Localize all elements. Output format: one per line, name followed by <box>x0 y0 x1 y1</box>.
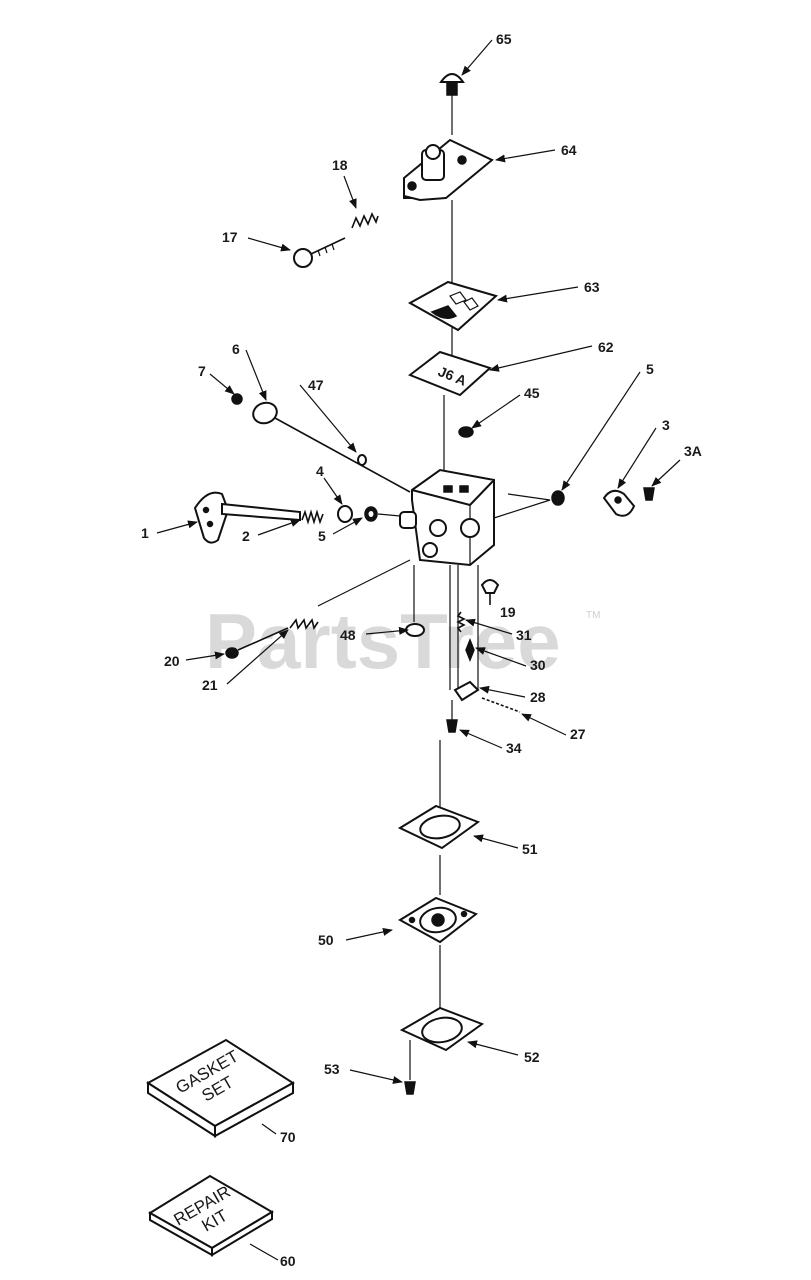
callout-65: 65 <box>496 31 512 47</box>
callout-28: 28 <box>530 689 546 705</box>
part-45-plug <box>458 426 474 438</box>
part-3-plate <box>602 489 636 517</box>
part-31-spring <box>456 611 466 633</box>
part-5-seal-left <box>364 506 378 522</box>
callout-21: 21 <box>202 677 218 693</box>
guide-line <box>317 559 411 607</box>
callout-1: 1 <box>141 525 149 541</box>
callout-31: 31 <box>516 627 532 643</box>
callout-62: 62 <box>598 339 614 355</box>
watermark: PartsTree <box>205 597 561 685</box>
callout-70: 70 <box>280 1129 296 1145</box>
part-52-cover <box>399 1006 485 1052</box>
callout-7: 7 <box>198 363 206 379</box>
part-51-gasket <box>397 804 481 850</box>
part-4-washer <box>337 505 353 523</box>
callout-51: 51 <box>522 841 538 857</box>
callout-17: 17 <box>222 229 238 245</box>
callout-2: 2 <box>242 528 250 544</box>
part-65-screw <box>439 73 465 96</box>
callout-48: 48 <box>340 627 356 643</box>
gasket-set-box: GASKET SET <box>146 1038 295 1138</box>
callout-5-right: 5 <box>646 361 654 377</box>
part-53-screw <box>404 1040 416 1095</box>
callout-47: 47 <box>308 377 324 393</box>
callout-18: 18 <box>332 157 348 173</box>
part-5-seal-right <box>551 490 565 506</box>
part-28-lever <box>453 680 480 702</box>
callout-3: 3 <box>662 417 670 433</box>
part-3a-screw <box>643 487 655 501</box>
part-63-gasket <box>407 280 499 332</box>
part-7-screw <box>231 393 243 405</box>
guide-line <box>493 493 551 519</box>
callout-6: 6 <box>232 341 240 357</box>
callout-leaders <box>156 39 681 1261</box>
callout-30: 30 <box>530 657 546 673</box>
part-21-spring <box>289 618 319 630</box>
part-50-diaphragm <box>398 896 478 944</box>
part-34-screw <box>446 700 458 733</box>
callout-50: 50 <box>318 932 334 948</box>
part-18-spring <box>351 212 379 229</box>
part-64-bracket <box>403 138 494 202</box>
callout-4: 4 <box>316 463 324 479</box>
repair-kit-box: REPAIR KIT <box>148 1174 274 1257</box>
callout-64: 64 <box>561 142 577 158</box>
callout-45: 45 <box>524 385 540 401</box>
carburetor-body <box>399 468 495 567</box>
part-17-screw <box>293 237 346 268</box>
callout-19: 19 <box>500 604 516 620</box>
callout-52: 52 <box>524 1049 540 1065</box>
callout-3a: 3A <box>684 443 702 459</box>
part-2-spring <box>301 509 324 525</box>
part-19-needle <box>480 579 500 605</box>
part-47-ring <box>357 454 367 466</box>
callout-34: 34 <box>506 740 522 756</box>
part-62-plate: J6 A <box>407 350 492 397</box>
callout-27: 27 <box>570 726 586 742</box>
guide-line <box>377 513 401 517</box>
callout-20: 20 <box>164 653 180 669</box>
part-30-needle <box>465 637 475 663</box>
part-6-disc <box>252 401 411 493</box>
watermark-trademark: TM <box>586 610 600 621</box>
callout-53: 53 <box>324 1061 340 1077</box>
callout-63: 63 <box>584 279 600 295</box>
part-27-pin <box>481 697 521 713</box>
callout-60: 60 <box>280 1253 296 1269</box>
callout-5-left: 5 <box>318 528 326 544</box>
